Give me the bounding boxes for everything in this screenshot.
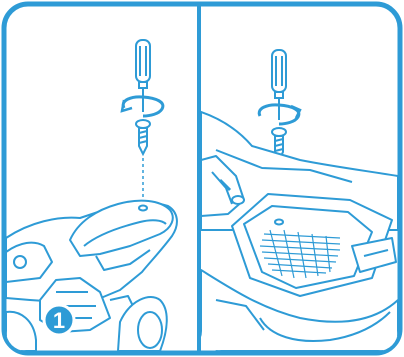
step-badge: 1 xyxy=(44,305,74,335)
step-number: 1 xyxy=(53,308,65,333)
